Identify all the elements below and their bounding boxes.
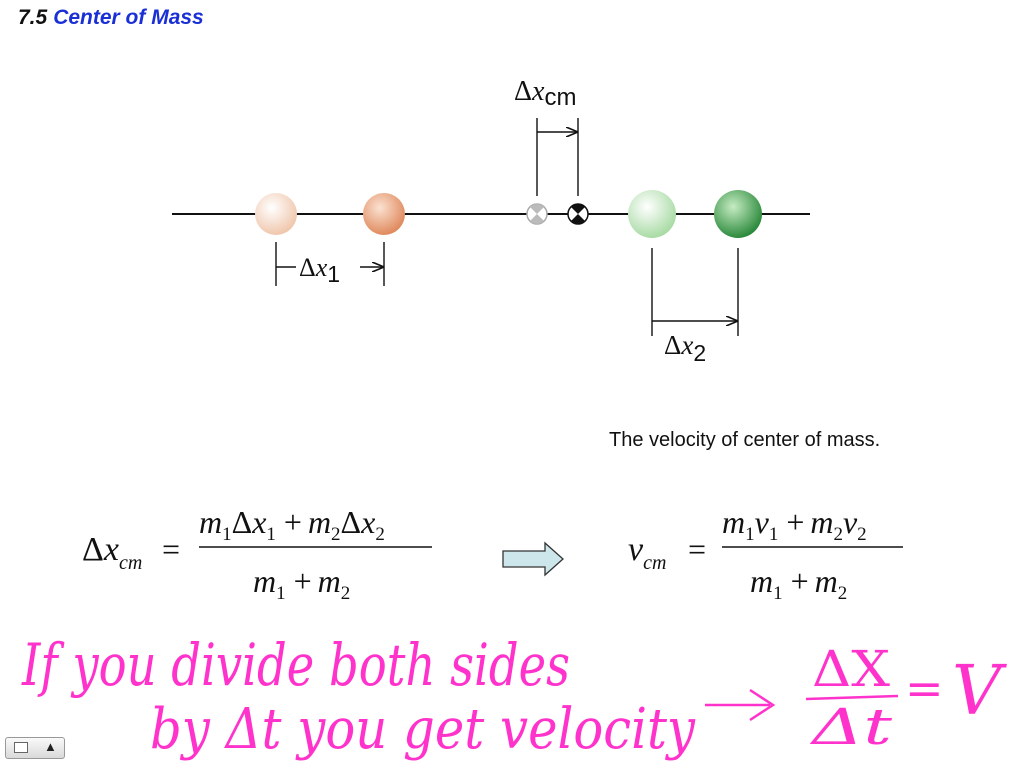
equation-delta-xcm: Δxcm = m1Δx1+m2Δx2 m1+m2 bbox=[82, 504, 432, 604]
cm-marker-initial bbox=[526, 203, 548, 225]
slide-nav-button[interactable]: ▲ bbox=[5, 737, 65, 759]
eq2-equals: = bbox=[688, 531, 706, 567]
eq2-numerator: m1v1+m2v2 bbox=[722, 504, 867, 545]
mass2-initial bbox=[628, 190, 676, 238]
up-arrow-icon: ▲ bbox=[44, 739, 57, 754]
handwriting-arrow-icon bbox=[749, 688, 776, 722]
eq1-denominator: m1+m2 bbox=[253, 563, 350, 604]
cm-marker-final bbox=[567, 203, 589, 225]
delta-xcm-bracket bbox=[536, 118, 579, 196]
eq1-numerator: m1Δx1+m2Δx2 bbox=[199, 504, 385, 545]
notes-icon bbox=[14, 742, 28, 753]
handwriting-line1: If you divide both sides bbox=[21, 631, 570, 699]
mass2-final bbox=[714, 190, 762, 238]
handwriting-equals: = bbox=[905, 661, 944, 715]
mass1-initial bbox=[255, 193, 297, 235]
handwriting-frac-num: ΔX bbox=[812, 640, 890, 698]
handwriting-result: V bbox=[952, 652, 1007, 731]
delta-x1-bracket bbox=[275, 242, 385, 286]
delta-x2-bracket bbox=[651, 248, 739, 336]
eq2-lhs: vcm bbox=[628, 531, 666, 574]
section-title: Center of Mass bbox=[53, 6, 204, 29]
eq2-denominator: m1+m2 bbox=[750, 563, 847, 604]
handwritten-note: If you divide both sides by Δt you get v… bbox=[21, 631, 1007, 762]
delta-xcm-label: Δxcm bbox=[514, 76, 576, 111]
implies-arrow-icon bbox=[502, 541, 564, 577]
handwriting-line2: by Δt you get velocity bbox=[150, 697, 696, 762]
equation-vcm: vcm = m1v1+m2v2 m1+m2 bbox=[628, 504, 903, 604]
handwriting-frac-den: Δt bbox=[809, 698, 893, 756]
eq1-lhs: Δxcm bbox=[82, 531, 142, 574]
delta-x1-label: Δx1 bbox=[299, 253, 340, 287]
eq1-equals: = bbox=[162, 531, 180, 567]
velocity-caption: The velocity of center of mass. bbox=[609, 429, 881, 451]
handwriting-frac-bar bbox=[805, 694, 899, 701]
mass1-final bbox=[363, 193, 405, 235]
section-number: 7.5 bbox=[18, 6, 48, 29]
delta-x2-label: Δx2 bbox=[664, 330, 706, 366]
